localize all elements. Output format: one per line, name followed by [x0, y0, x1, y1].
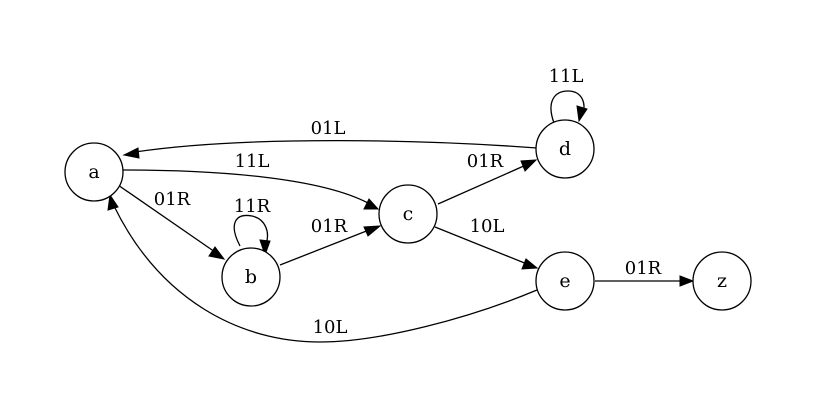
node-e: e [535, 251, 595, 311]
edge-b-c [279, 225, 382, 266]
node-d: d [535, 119, 595, 179]
node-b: b [221, 247, 281, 307]
edge-a-c [122, 169, 380, 210]
node-label-e: e [559, 270, 570, 292]
edge-label-a-c: 11L [235, 151, 270, 172]
edge-label-d-a: 01L [311, 118, 346, 139]
edge-label-e-a: 10L [313, 317, 348, 338]
edge-label-c-e: 10L [470, 216, 505, 237]
edge-a-b [117, 184, 226, 260]
node-label-c: c [403, 203, 414, 225]
node-z: z [692, 251, 752, 311]
edge-c-d [437, 159, 538, 205]
edge-label-b-c: 01R [311, 216, 348, 237]
edge-c-e [434, 226, 539, 270]
edge-label-c-d: 01R [467, 151, 504, 172]
node-a: a [64, 142, 124, 202]
edge-label-e-z: 01R [625, 258, 662, 279]
edge-e-z [595, 275, 695, 287]
node-c: c [378, 184, 438, 244]
edge-e-a [107, 193, 538, 343]
node-label-z: z [717, 270, 727, 292]
node-label-a: a [88, 161, 99, 183]
edge-d-d [550, 90, 588, 124]
node-label-b: b [245, 266, 257, 288]
edge-b-b [233, 214, 271, 257]
node-label-d: d [559, 138, 571, 160]
edge-label-b-b: 11R [234, 196, 271, 217]
edge-label-d-d: 11L [549, 66, 584, 87]
edge-label-a-b: 01R [154, 189, 191, 210]
edge-d-a [122, 139, 538, 159]
